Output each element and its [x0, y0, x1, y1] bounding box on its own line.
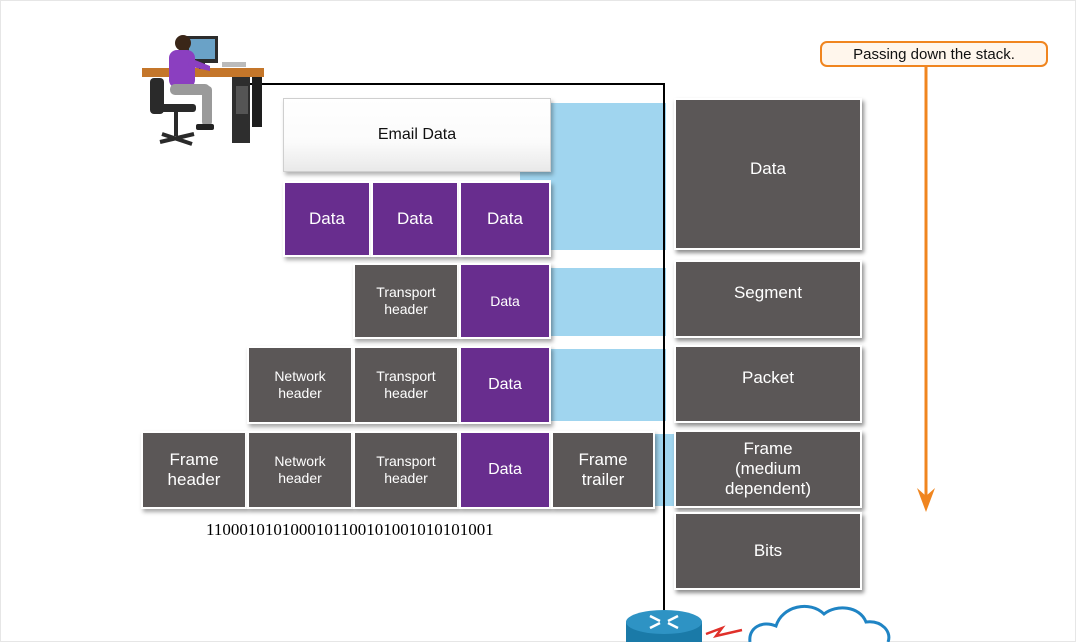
frame-network-header: Network header [247, 431, 353, 509]
passing-down-stack-callout: Passing down the stack. [820, 41, 1048, 67]
pdu-bits: Bits [674, 512, 862, 590]
flow-band-segment [551, 268, 666, 336]
frame-trailer: Frame trailer [551, 431, 655, 509]
network-cable-line [248, 83, 665, 642]
packet-transport-header: Transport header [353, 346, 459, 424]
pdu-data: Data [674, 98, 862, 250]
down-arrow-icon [917, 67, 935, 512]
router-icon [626, 610, 702, 642]
serial-link-icon [705, 625, 743, 638]
flow-band-packet [551, 349, 666, 421]
flow-band-data [551, 103, 666, 250]
user-at-computer-icon [142, 35, 264, 146]
pdu-segment: Segment [674, 260, 862, 338]
bits-string: 1100010101000101100101001010101001 [206, 520, 494, 539]
data-chunk-1: Data [283, 181, 371, 257]
frame-transport-header: Transport header [353, 431, 459, 509]
segment-data: Data [459, 263, 551, 339]
frame-data: Data [459, 431, 551, 509]
packet-network-header: Network header [247, 346, 353, 424]
email-data-box: Email Data [283, 98, 551, 172]
cloud-icon [748, 604, 891, 642]
flow-band-data-left [520, 170, 555, 180]
frame-header: Frame header [141, 431, 247, 509]
pdu-packet: Packet [674, 345, 862, 423]
data-chunk-3: Data [459, 181, 551, 257]
segment-transport-header: Transport header [353, 263, 459, 339]
data-chunk-2: Data [371, 181, 459, 257]
pdu-frame: Frame (medium dependent) [674, 430, 862, 508]
packet-data: Data [459, 346, 551, 424]
